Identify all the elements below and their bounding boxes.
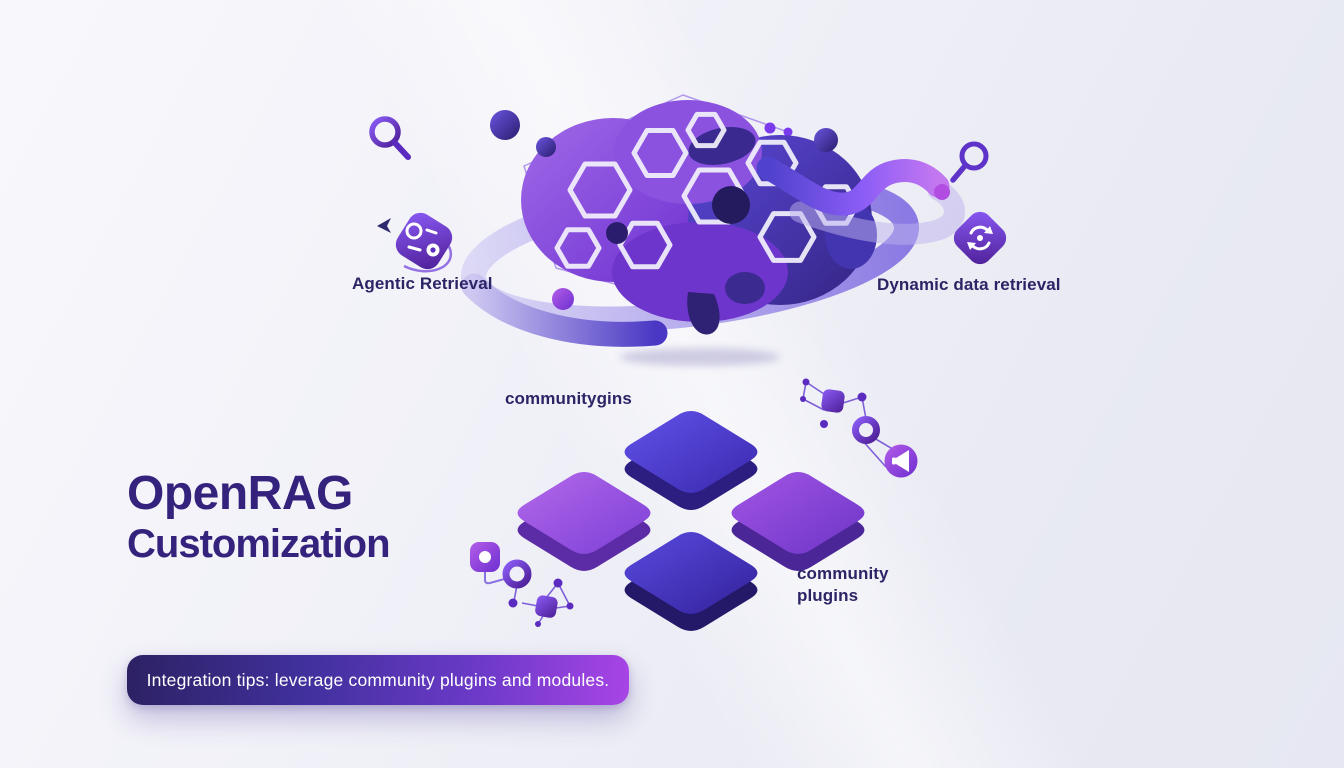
label-community-line1: community bbox=[797, 564, 889, 583]
wave-ribbon bbox=[756, 156, 965, 245]
label-dynamic-data-retrieval: Dynamic data retrieval bbox=[877, 275, 1061, 294]
network-node-right bbox=[800, 378, 918, 478]
tile-left bbox=[517, 472, 651, 571]
page-title: OpenRAG Customization bbox=[127, 467, 391, 566]
agent-badge-icon bbox=[377, 212, 453, 273]
label-agentic-retrieval: Agentic Retrieval bbox=[352, 274, 493, 293]
title-line2: Customization bbox=[127, 521, 391, 566]
floating-dots bbox=[490, 110, 950, 310]
brain-stem bbox=[687, 292, 720, 335]
tile-right bbox=[731, 472, 865, 571]
label-community-plugins-top: communitygins bbox=[505, 389, 632, 408]
megaphone-icon bbox=[884, 444, 918, 478]
cursor-arrow-icon bbox=[377, 218, 391, 233]
search-icon-right bbox=[950, 141, 989, 183]
title-line1: OpenRAG bbox=[127, 467, 353, 520]
tile-bottom bbox=[624, 532, 758, 631]
brain-illustration bbox=[521, 100, 877, 335]
refresh-badge-icon bbox=[953, 211, 1007, 265]
integration-tips-banner[interactable]: Integration tips: leverage community plu… bbox=[127, 655, 629, 705]
label-community-plugins-right: community plugins bbox=[797, 563, 889, 607]
label-community-line2: plugins bbox=[797, 586, 859, 605]
network-node-left bbox=[470, 542, 574, 627]
brain-shadow bbox=[620, 348, 780, 366]
search-icon-left bbox=[369, 116, 411, 160]
orbit-ring-front bbox=[461, 273, 668, 347]
tile-top bbox=[624, 411, 758, 510]
